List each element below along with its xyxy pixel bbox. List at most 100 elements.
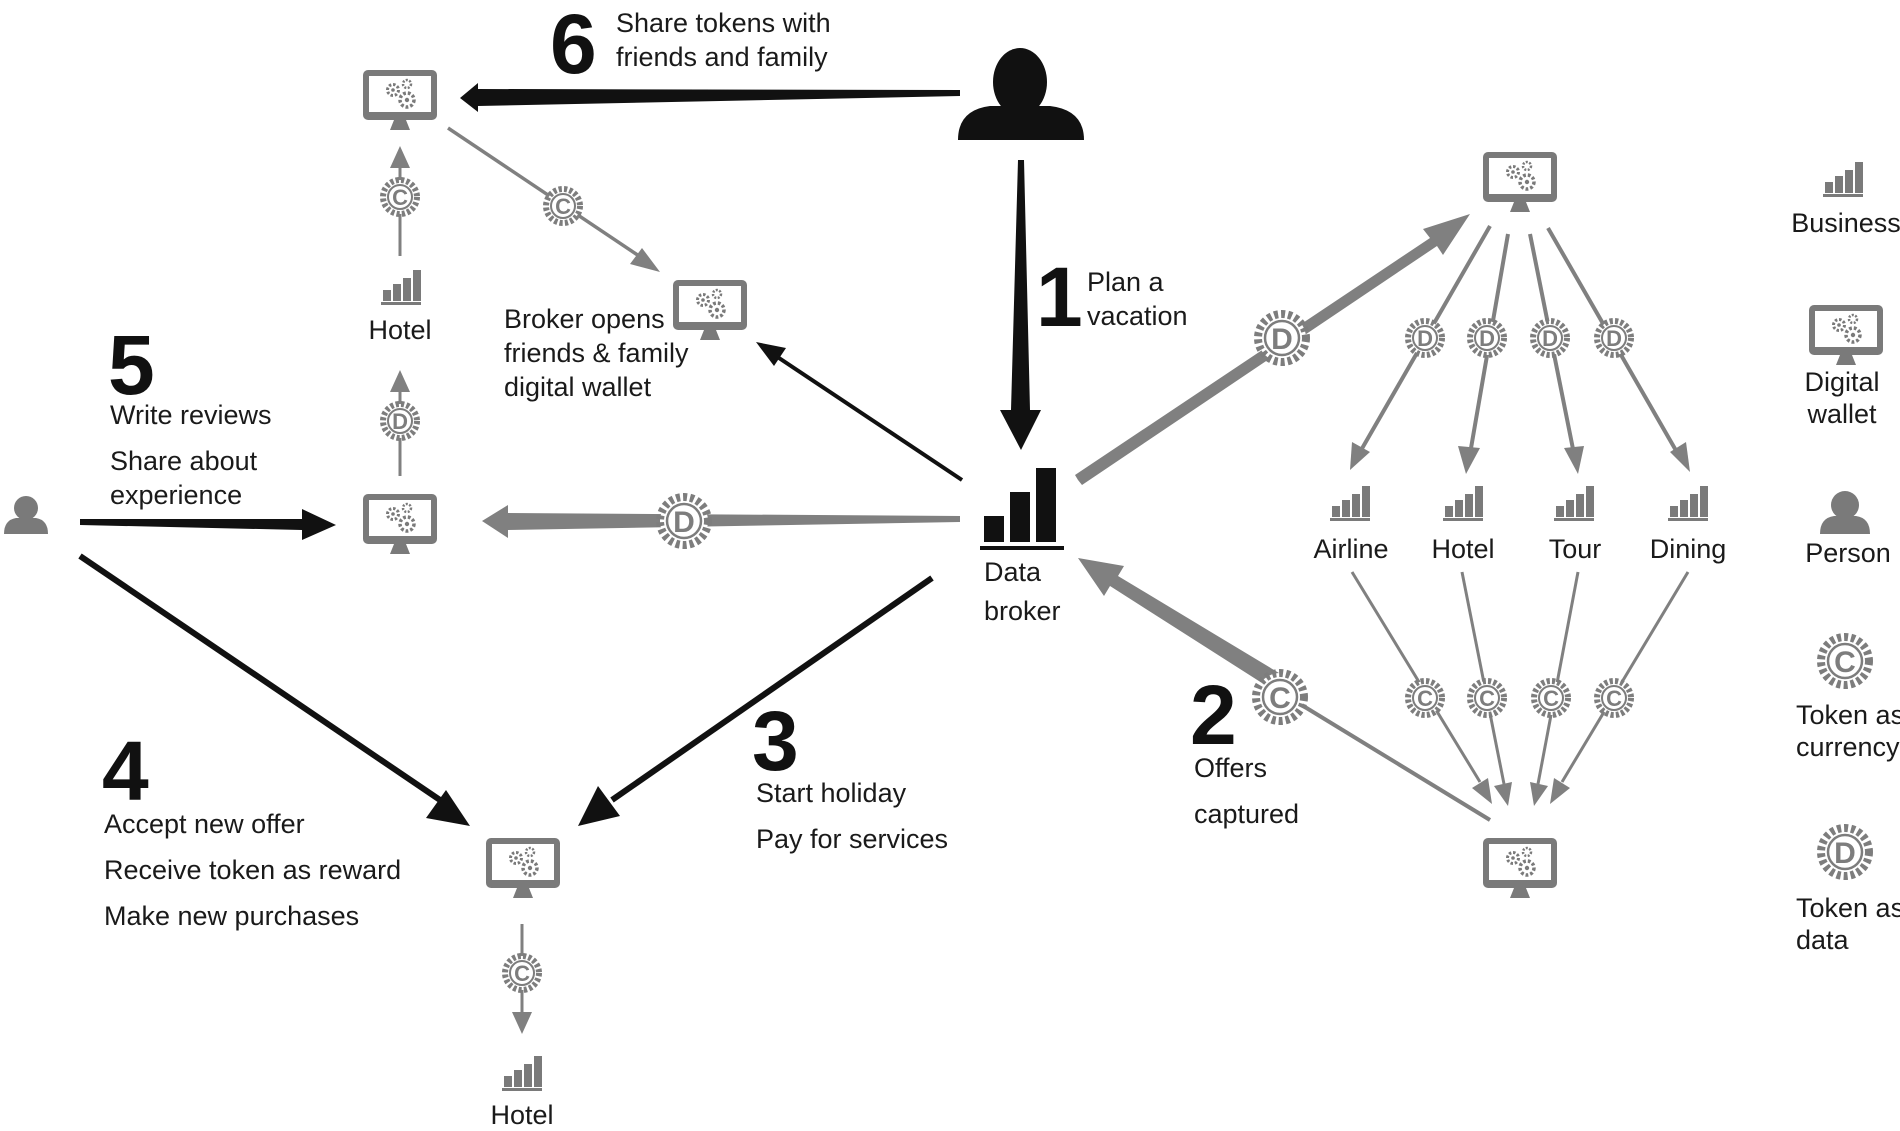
step-number: 6: [550, 0, 597, 91]
svg-text:C: C: [1269, 682, 1291, 715]
arrow-offers-captured: [1078, 558, 1284, 692]
legend-wallet-label: wallet: [1806, 399, 1877, 429]
legend-currency-label: currency: [1796, 732, 1900, 762]
legend-currency-token-icon: C: [1821, 637, 1869, 685]
svg-text:C: C: [392, 185, 408, 210]
broker-label: broker: [984, 596, 1061, 626]
step-3: 3 Start holiday Pay for services: [752, 694, 948, 854]
currency-token-icon: C: [1597, 681, 1631, 715]
legend-person-icon: [1820, 491, 1870, 534]
business-icon: [381, 270, 421, 305]
step-6: 6 Share tokens with friends and family: [550, 0, 831, 91]
dining-label: Dining: [1650, 534, 1727, 564]
legend-business-label: Business: [1791, 208, 1900, 238]
tour-label: Tour: [1549, 534, 1602, 564]
legend-person-label: Person: [1805, 538, 1891, 568]
friends-wallet-label: friends & family: [504, 338, 689, 368]
broker-label: Data: [984, 557, 1042, 587]
data-token-icon: D: [660, 497, 708, 545]
currency-token-icon: C: [1256, 673, 1304, 721]
currency-token-icon: C: [1470, 681, 1504, 715]
step-text: Pay for services: [756, 824, 948, 854]
arrow-write-reviews: [80, 509, 336, 540]
data-token-icon: D: [1533, 321, 1567, 355]
step-text: Start holiday: [756, 778, 907, 808]
tokens: C C D D C D C D D D D C C C C: [383, 180, 1631, 990]
arrow-wallet-to-friends: [447, 126, 649, 264]
legend-data-label: Token as: [1796, 893, 1900, 923]
hotel-bottom-label: Hotel: [490, 1100, 553, 1130]
arrow-broker-to-friends-head: [756, 342, 786, 366]
hotel-right-label: Hotel: [1431, 534, 1494, 564]
svg-text:D: D: [1479, 326, 1495, 351]
arrow-broker-to-review-wallet: [482, 505, 960, 538]
legend-business-icon: [1823, 162, 1863, 197]
arrow-broker-to-friends: [768, 350, 964, 482]
arrow-hotel-to-wallet-head: [390, 146, 410, 168]
svg-text:D: D: [392, 409, 408, 434]
svg-text:C: C: [1543, 686, 1559, 711]
currency-token-icon: C: [546, 189, 580, 223]
data-token-icon: D: [1408, 321, 1442, 355]
step-2: 2 Offers captured: [1190, 668, 1299, 829]
step-number: 5: [108, 318, 155, 412]
business-icon: [1443, 486, 1483, 521]
svg-text:C: C: [514, 961, 530, 986]
currency-token-icon: C: [1534, 681, 1568, 715]
currency-token-icon: C: [505, 956, 539, 990]
digital-wallet-icon: [671, 278, 749, 342]
step-text: Accept new offer: [104, 809, 305, 839]
svg-text:D: D: [1542, 326, 1558, 351]
digital-wallet-icon: [361, 492, 439, 556]
fan-in-arrows: [1350, 571, 1690, 785]
business-icon: [1330, 486, 1370, 521]
hotel-top-label: Hotel: [368, 315, 431, 345]
legend-data-token-icon: D: [1821, 828, 1869, 876]
svg-text:C: C: [1834, 646, 1856, 679]
step-text: Plan a: [1087, 267, 1165, 297]
business-icon: [1668, 486, 1708, 521]
step-text: captured: [1194, 799, 1299, 829]
person-icon: [958, 48, 1084, 140]
business-icon: [1554, 486, 1594, 521]
step-number: 2: [1190, 668, 1237, 762]
data-token-icon: D: [1597, 321, 1631, 355]
business-icon: [502, 1056, 542, 1091]
step-text: Share tokens with: [616, 8, 831, 38]
data-token-icon: D: [1470, 321, 1504, 355]
arrow-start-holiday: [610, 575, 934, 803]
currency-token-icon: C: [1408, 681, 1442, 715]
currency-token-icon: C: [383, 180, 417, 214]
step-number: 1: [1036, 250, 1083, 344]
arrow-accept-offer-head: [426, 790, 470, 826]
svg-text:C: C: [555, 194, 571, 219]
data-token-icon: D: [383, 404, 417, 438]
arrow-accept-offer: [78, 553, 442, 803]
legend: Business Digital wallet Person C Token a…: [1791, 162, 1900, 955]
step-text: Receive token as reward: [104, 855, 401, 885]
node-labels: Data broker Hotel Hotel Broker opens fri…: [368, 304, 1726, 1130]
arrow-wallet-to-friends-head: [630, 248, 660, 272]
svg-text:C: C: [1417, 686, 1433, 711]
step-text: Share about: [110, 446, 258, 476]
arrow-plan-vacation: [1000, 160, 1041, 450]
data-token-icon: D: [1258, 314, 1306, 362]
step-text: Offers: [1194, 753, 1267, 783]
step-text: Write reviews: [110, 400, 272, 430]
step-number: 4: [102, 724, 149, 818]
data-broker-icon: [980, 468, 1064, 550]
arrow-start-holiday-head: [578, 786, 620, 826]
legend-data-label: data: [1796, 925, 1850, 955]
svg-text:C: C: [1606, 686, 1622, 711]
step-number: 3: [752, 694, 799, 788]
digital-wallet-icon: [1481, 836, 1559, 900]
step-text: friends and family: [616, 42, 828, 72]
svg-text:D: D: [673, 506, 695, 539]
step-5: 5 Write reviews Share about experience: [108, 318, 272, 510]
arrow-review-to-hotel-head: [390, 370, 410, 392]
arrow-share-tokens: [460, 83, 960, 112]
step-1: 1 Plan a vacation: [1036, 250, 1188, 344]
digital-wallet-icon: [484, 836, 562, 900]
step-text: vacation: [1087, 301, 1188, 331]
